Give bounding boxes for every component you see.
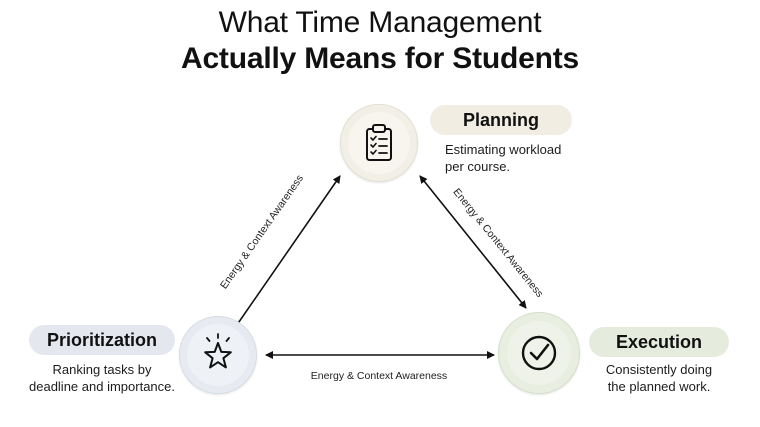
- execution-description-line-2: the planned work.: [607, 379, 711, 394]
- prioritization-description-line-1: Ranking tasks by: [52, 362, 152, 377]
- edge-arrow-left: [231, 175, 341, 333]
- planning-node: [340, 104, 418, 182]
- title-line-1: What Time Management: [218, 6, 542, 39]
- prioritization-description-line-2: deadline and importance.: [29, 379, 175, 394]
- title-line-2: Actually Means for Students: [180, 42, 579, 75]
- clipboard-checklist-icon: [366, 124, 392, 161]
- prioritization-description: Ranking tasks by deadline and importance…: [12, 361, 192, 395]
- execution-description-line-1: Consistently doing: [605, 362, 713, 377]
- star-icon: [204, 333, 232, 369]
- check-circle-icon: [521, 335, 557, 371]
- planning-description-line-2: per course.: [445, 159, 511, 174]
- edge-arrow-right: [419, 175, 527, 309]
- planning-description: Estimating workload per course.: [445, 141, 605, 175]
- execution-node: [498, 312, 580, 394]
- execution-description: Consistently doing the planned work.: [584, 361, 734, 395]
- edge-label-bottom: Energy & Context Awareness: [310, 370, 448, 382]
- planning-description-line-1: Estimating workload: [445, 142, 562, 157]
- prioritization-node: [179, 316, 257, 394]
- execution-label: Execution: [589, 327, 729, 357]
- prioritization-label: Prioritization: [29, 325, 175, 355]
- planning-label: Planning: [430, 105, 572, 135]
